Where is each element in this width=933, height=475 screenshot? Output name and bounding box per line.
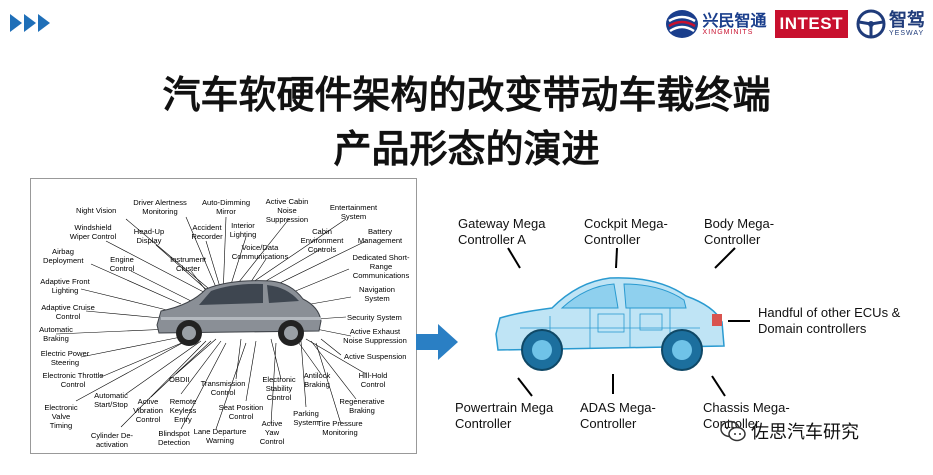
ecu-label-wiper: Windshield Wiper Control bbox=[69, 223, 117, 241]
ecu-label-engine: Engine Control bbox=[109, 255, 135, 273]
ecu-label-eps: Electric Power Steering bbox=[40, 349, 90, 367]
ecu-label-auto-dimming: Auto-Dimming Mirror bbox=[201, 198, 251, 216]
ecu-label-driver-alertness: Driver Alertness Monitoring bbox=[133, 198, 187, 216]
logo-bar: 兴民智通 XINGMINITS INTEST 智驾 YESWAY bbox=[665, 6, 925, 42]
ecu-label-start-stop: Automatic Start/Stop bbox=[94, 391, 128, 409]
wechat-icon bbox=[720, 420, 746, 442]
ecu-label-transmission: Transmission Control bbox=[200, 379, 246, 397]
ecu-label-blindspot: Blindspot Detection bbox=[157, 429, 191, 447]
ecu-label-auto-braking: Automatic Braking bbox=[39, 325, 73, 343]
chevron-right-icon bbox=[24, 14, 36, 32]
xingminits-en: XINGMINITS bbox=[702, 28, 754, 36]
ecu-label-parking: Parking System bbox=[293, 409, 319, 427]
ecu-label-interior-lighting: Interior Lighting bbox=[229, 221, 257, 239]
ecu-label-security: Security System bbox=[347, 313, 402, 322]
ecu-label-antilock: Antilock Braking bbox=[303, 371, 331, 389]
chevron-right-icon bbox=[10, 14, 22, 32]
label-powertrain-controller-text: Powertrain Mega Controller bbox=[455, 400, 554, 431]
ecu-label-navigation: Navigation System bbox=[359, 285, 395, 303]
ecu-label-cabin-noise: Active Cabin Noise Suppression bbox=[265, 197, 309, 224]
intest-logo: INTEST bbox=[774, 10, 848, 38]
ecu-label-throttle: Electronic Throttle Control bbox=[42, 371, 104, 389]
transition-arrow-icon bbox=[416, 324, 458, 360]
label-gateway-controller-text: Gateway Mega Controller A bbox=[458, 216, 546, 247]
ecu-label-keyless: Remote Keyless Entry bbox=[169, 397, 197, 424]
ecu-label-battery: Battery Management bbox=[357, 227, 403, 245]
ecu-label-dsrc: Dedicated Short-Range Communications bbox=[352, 253, 410, 280]
xingminits-cn: 兴民智通 bbox=[702, 10, 767, 30]
ecu-label-esc: Electronic Stability Control bbox=[262, 375, 296, 402]
ecu-label-obdii: OBDII bbox=[169, 375, 190, 384]
ecu-label-vibration: Active Vibration Control bbox=[133, 397, 163, 424]
ecu-label-hill-hold: Hill-Hold Control bbox=[358, 371, 388, 389]
label-cockpit-controller: Cockpit Mega-Controller bbox=[584, 216, 674, 248]
chevron-decoration bbox=[10, 14, 50, 32]
label-cockpit-controller-text: Cockpit Mega-Controller bbox=[584, 216, 668, 247]
ecu-label-tpms: Tire Pressure Monitoring bbox=[317, 419, 363, 437]
xingminits-emblem-icon bbox=[665, 10, 698, 38]
label-gateway-controller: Gateway Mega Controller A bbox=[458, 216, 558, 248]
ecu-label-seat-position: Seat Position Control bbox=[218, 403, 264, 421]
ecu-label-instrument: Instrument Cluster bbox=[170, 255, 206, 273]
label-body-controller: Body Mega-Controller bbox=[704, 216, 784, 248]
label-other-ecus: Handful of other ECUs & Domain controlle… bbox=[758, 305, 918, 337]
ecu-label-exhaust-noise: Active Exhaust Noise Suppression bbox=[343, 327, 407, 345]
ecu-label-regen: Regenerative Braking bbox=[339, 397, 385, 415]
centralized-car-illustration bbox=[495, 277, 725, 371]
ecu-label-accident-recorder: Accident Recorder bbox=[191, 223, 223, 241]
yesway-cn: 智驾 bbox=[889, 9, 925, 31]
watermark: 佐思汽车研究 bbox=[720, 418, 859, 444]
distributed-ecu-diagram: Night Vision Driver Alertness Monitoring… bbox=[30, 178, 417, 454]
xingminits-logo: 兴民智通 XINGMINITS bbox=[665, 9, 767, 39]
ecu-label-lane-departure: Lane Departure Warning bbox=[193, 427, 247, 445]
ecu-label-active-suspension: Active Suspension bbox=[344, 352, 407, 361]
label-adas-controller: ADAS Mega-Controller bbox=[580, 400, 670, 432]
ecu-label-cabin-env: Cabin Environment Controls bbox=[300, 227, 344, 254]
slide-title-line2: 产品形态的演进 bbox=[333, 127, 600, 171]
ecu-label-hud: Head-Up Display bbox=[133, 227, 165, 245]
controller-pointer-lines bbox=[507, 247, 750, 397]
label-chassis-controller: Chassis Mega-Controller bbox=[703, 400, 798, 432]
label-other-ecus-text: Handful of other ECUs & Domain controlle… bbox=[758, 305, 901, 336]
chevron-right-icon bbox=[38, 14, 50, 32]
ecu-label-entertainment: Entertainment System bbox=[329, 203, 378, 221]
ecu-label-airbag: Airbag Deployment bbox=[43, 247, 84, 265]
steering-wheel-icon bbox=[856, 9, 886, 39]
ecu-label-adaptive-lighting: Adaptive Front Lighting bbox=[40, 277, 90, 295]
slide-title-line1: 汽车软硬件架构的改变带动车载终端 bbox=[162, 73, 771, 117]
yesway-logo: 智驾 YESWAY bbox=[856, 9, 925, 39]
ecu-label-valve-timing: Electronic Valve Timing bbox=[44, 403, 78, 430]
label-powertrain-controller: Powertrain Mega Controller bbox=[455, 400, 560, 432]
yesway-en: YESWAY bbox=[889, 29, 925, 37]
label-body-controller-text: Body Mega-Controller bbox=[704, 216, 775, 247]
ecu-label-night-vision: Night Vision bbox=[76, 206, 117, 215]
ecu-label-active-yaw: Active Yaw Control bbox=[259, 419, 285, 446]
grey-car-illustration bbox=[156, 280, 322, 346]
label-adas-controller-text: ADAS Mega-Controller bbox=[580, 400, 656, 431]
ecu-label-cylinder: Cylinder De-activation bbox=[90, 431, 134, 449]
ecu-label-voice-data: Voice/Data Communications bbox=[231, 243, 289, 261]
label-chassis-controller-text: Chassis Mega-Controller bbox=[703, 400, 790, 431]
watermark-text: 佐思汽车研究 bbox=[751, 422, 859, 443]
ecu-label-acc: Adaptive Cruise Control bbox=[41, 303, 95, 321]
